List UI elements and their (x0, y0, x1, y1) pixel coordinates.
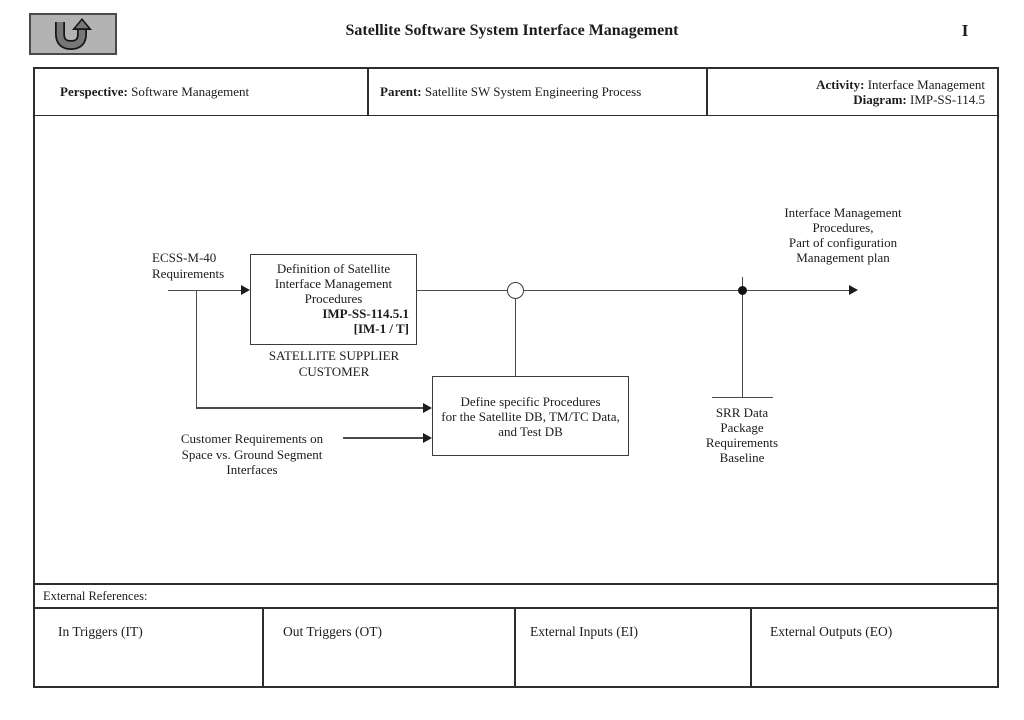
activity-box-definition[interactable]: Definition of Satellite Interface Manage… (250, 254, 417, 345)
activity-label: Activity: (816, 77, 865, 92)
roles-label: SATELLITE SUPPLIER CUSTOMER (268, 348, 400, 379)
perspective-field: Perspective: Software Management (60, 84, 249, 100)
external-references-label: External References: (43, 589, 148, 603)
input-label-ecss: ECSS-M-40 Requirements (152, 250, 225, 281)
input-arrow-line (168, 289, 241, 291)
parent-label: Parent: (380, 84, 422, 99)
page-title: Satellite Software System Interface Mana… (345, 22, 679, 39)
diagram-field: Diagram: IMP-SS-114.5 (707, 92, 985, 107)
perspective-value: Software Management (131, 84, 250, 99)
activity-box-define-procedures-title: Define specific Procedures for the Satel… (441, 393, 620, 439)
u-turn-arrow-icon (48, 17, 98, 51)
parent-value: Satellite SW System Engineering Process (424, 84, 642, 99)
diagram-value: IMP-SS-114.5 (909, 92, 985, 107)
input-arrowhead-icon (241, 285, 250, 296)
footer-cell-divider-1 (262, 608, 264, 688)
activity-box-definition-title: Definition of Satellite Interface Manage… (274, 261, 393, 306)
customer-arrowhead-icon (423, 433, 432, 443)
output-arrow-line (417, 289, 849, 291)
diagram-frame (33, 67, 999, 688)
circle-to-box2-line (514, 299, 516, 376)
footer-cell-divider-2 (514, 608, 516, 688)
external-references-top-rule (33, 583, 999, 585)
footer-cell-external-outputs: External Outputs (EO) (770, 624, 893, 639)
connector-circle-icon (506, 281, 524, 299)
perspective-label: Perspective: (60, 84, 128, 99)
header-cell-divider-2 (706, 67, 708, 116)
back-button[interactable] (29, 13, 117, 55)
parent-field: Parent: Satellite SW System Engineering … (380, 84, 641, 100)
footer-cell-out-triggers: Out Triggers (OT) (283, 624, 383, 639)
junction-dot-icon (737, 285, 747, 295)
activity-box-define-procedures[interactable]: Define specific Procedures for the Satel… (432, 376, 629, 456)
srr-baseline-label: SRR Data Package Requirements Baseline (705, 405, 779, 465)
activity-field: Activity: Interface Management (707, 77, 985, 92)
activity-value: Interface Management (867, 77, 985, 92)
customer-requirements-label: Customer Requirements on Space vs. Groun… (180, 431, 324, 477)
external-references-bottom-rule (33, 607, 999, 609)
branch-vertical-line (195, 290, 197, 408)
activity-box-definition-id: IMP-SS-114.5.1 [IM-1 / T] (322, 306, 409, 336)
branch-arrowhead-icon (423, 403, 432, 413)
diagram-label: Diagram: (853, 92, 907, 107)
output-arrowhead-icon (849, 285, 858, 296)
header-cell-divider-1 (367, 67, 369, 116)
customer-arrow-line (343, 437, 423, 439)
footer-cell-divider-3 (750, 608, 752, 688)
footer-cell-in-triggers: In Triggers (IT) (58, 624, 143, 639)
srr-drop-line (741, 277, 743, 397)
srr-baseline-bar (712, 396, 773, 398)
branch-horizontal-line (195, 407, 424, 409)
header-row-divider (33, 114, 999, 116)
output-label: Interface Management Procedures, Part of… (784, 205, 902, 265)
activity-diagram-field: Activity: Interface Management Diagram: … (707, 77, 985, 107)
page-letter: I (961, 21, 969, 40)
footer-cell-external-inputs: External Inputs (EI) (530, 624, 638, 639)
